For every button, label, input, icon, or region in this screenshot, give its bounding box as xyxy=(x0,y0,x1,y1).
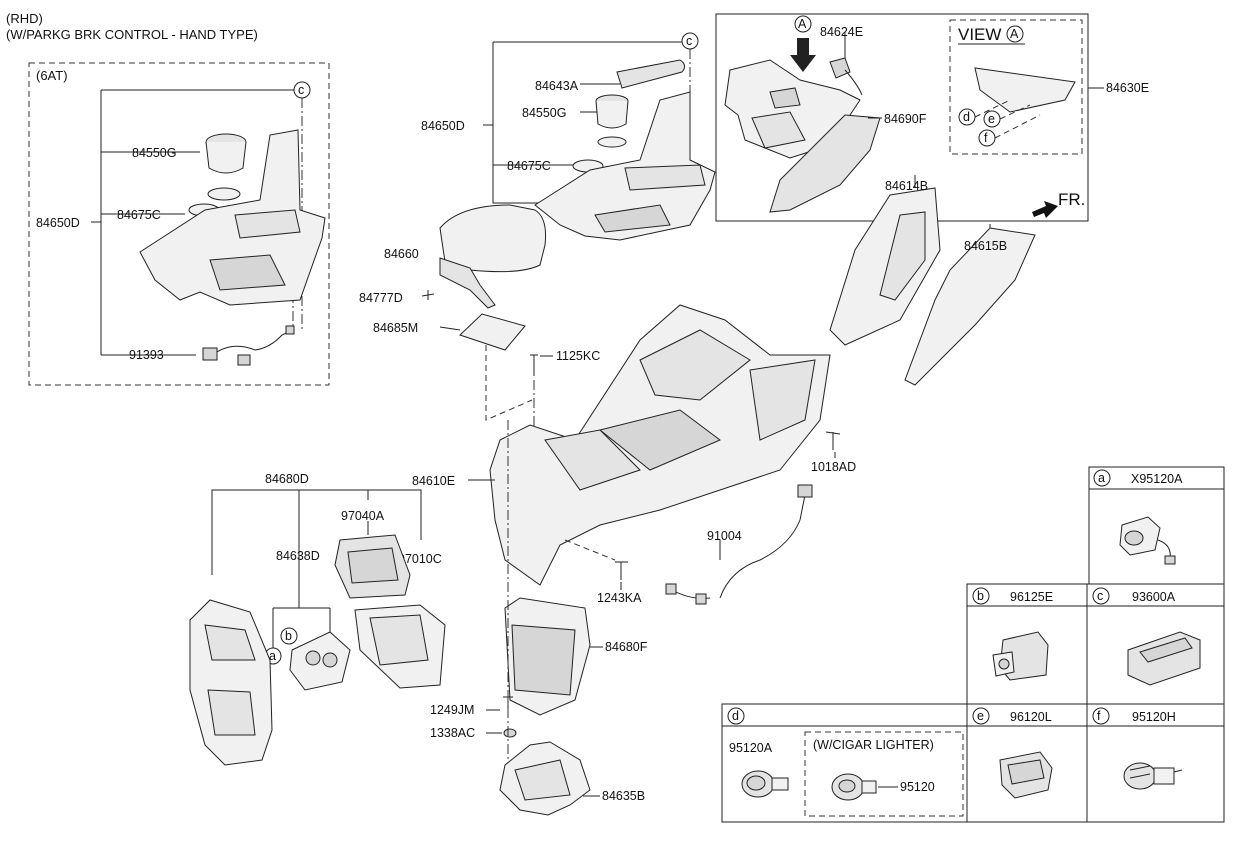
view-a-marker[interactable] xyxy=(794,15,812,33)
table-f-part: 95120H xyxy=(1132,710,1176,724)
label-84550G: 84550G xyxy=(522,106,566,120)
grip-part-84643A xyxy=(616,59,686,89)
label-84638D: 84638D xyxy=(276,549,320,563)
table-a-letter: a xyxy=(1098,471,1105,485)
inset-6at: (6AT) c 84550G 84675C 84650D 91393 xyxy=(28,62,330,386)
table-d-letter: d xyxy=(732,709,739,723)
callout-a-letter: a xyxy=(269,649,276,663)
label-91004: 91004 xyxy=(707,529,742,543)
trim-panel-part-84690F xyxy=(769,114,881,213)
callout-b[interactable] xyxy=(280,627,298,645)
label-84777D: 84777D xyxy=(359,291,403,305)
label-1243KA: 1243KA xyxy=(597,591,642,605)
upper-console-group: c 84643A 84550G 84650D 84675C 84660 8477… xyxy=(359,32,716,470)
label-84660: 84660 xyxy=(384,247,419,261)
table-c-part: 93600A xyxy=(1132,590,1176,604)
table-a-part: X95120A xyxy=(1131,472,1183,486)
table-d-part-left: 95120A xyxy=(729,741,773,755)
label-84685M: 84685M xyxy=(373,321,418,335)
label-1338AC: 1338AC xyxy=(430,726,475,740)
armrest-part-84660 xyxy=(439,204,546,273)
cigar-lighter-part-95120 xyxy=(831,773,877,801)
view-a-group: A VIEW A d e f 84624E 84690F 84630E xyxy=(715,13,1149,222)
table-e-letter: e xyxy=(977,709,984,723)
label-84635B: 84635B xyxy=(602,789,645,803)
label-84624E: 84624E xyxy=(820,25,863,39)
label-84610E: 84610E xyxy=(412,474,455,488)
rear-cover-part xyxy=(189,599,273,766)
front-direction-label: FR. xyxy=(1058,190,1085,209)
label-84643A: 84643A xyxy=(535,79,579,93)
switch-part-96125E xyxy=(992,631,1049,681)
side-panel-part-84614B xyxy=(829,187,941,346)
main-console-group: 84610E 1018AD 91004 1243KA 84680F 1249JM… xyxy=(412,304,856,816)
usb-jack-part-X95120A xyxy=(1119,516,1176,565)
label-1018AD: 1018AD xyxy=(811,460,856,474)
switch-bezel-part-84638D xyxy=(289,631,351,691)
parts-table: a X95120A b 96125E c 93600A xyxy=(721,466,1225,823)
label-84680F: 84680F xyxy=(605,640,648,654)
pad-part-84685M xyxy=(459,313,526,351)
side-panel-part-84615B xyxy=(904,227,1036,386)
inset-6at-title: (6AT) xyxy=(36,68,68,83)
upper-callout-c-letter: c xyxy=(686,34,692,48)
inset-6at-border xyxy=(28,62,330,386)
upper-console-tray-part xyxy=(534,91,716,241)
table-f-letter: f xyxy=(1097,709,1101,723)
socket-part-96120L xyxy=(999,751,1053,799)
label-84690F: 84690F xyxy=(884,112,927,126)
view-callout-d[interactable]: d xyxy=(963,110,970,124)
label-84650D: 84650D xyxy=(421,119,465,133)
table-b-part: 96125E xyxy=(1010,590,1053,604)
table-e-part: 96120L xyxy=(1010,710,1052,724)
label-84614B: 84614B xyxy=(885,179,928,193)
view-a-title-marker: A xyxy=(1010,27,1019,41)
table-d-part-right: 95120 xyxy=(900,780,935,794)
label-84675C: 84675C xyxy=(507,159,551,173)
inset-label-84550G: 84550G xyxy=(132,146,176,160)
label-1125KC: 1125KC xyxy=(556,349,600,363)
label-84680D: 84680D xyxy=(265,472,309,486)
view-callout-f[interactable]: f xyxy=(984,131,988,145)
front-direction-arrow-icon xyxy=(1032,201,1058,218)
table-b-letter: b xyxy=(977,589,984,603)
label-84630E: 84630E xyxy=(1106,81,1149,95)
header-parking-brake: (W/PARKG BRK CONTROL - HAND TYPE) xyxy=(6,27,258,42)
callout-b-letter: b xyxy=(285,629,292,643)
view-a-title: VIEW xyxy=(958,25,1001,44)
table-d-note: (W/CIGAR LIGHTER) xyxy=(813,738,934,752)
socket-part-95120H xyxy=(1123,762,1183,790)
inset-label-91393: 91393 xyxy=(129,348,164,362)
switch-part-93600A xyxy=(1127,631,1201,686)
table-c-letter: c xyxy=(1097,589,1103,603)
switch-panel-group: 84680D 97040A 84638D 97010C b a xyxy=(189,472,446,766)
view-a-marker-letter: A xyxy=(798,17,807,31)
inset-label-84650D: 84650D xyxy=(36,216,80,230)
header-rhd: (RHD) xyxy=(6,11,43,26)
label-84615B: 84615B xyxy=(964,239,1007,253)
side-panels-group: 84614B 84615B FR. xyxy=(829,175,1085,386)
inset-callout-c-letter: c xyxy=(298,83,304,97)
cigar-socket-part-95120A xyxy=(741,770,789,798)
label-1249JM: 1249JM xyxy=(430,703,474,717)
inset-console-tray-part xyxy=(139,129,326,306)
label-97040A: 97040A xyxy=(341,509,385,523)
view-callout-e[interactable]: e xyxy=(988,112,995,126)
label-97010C: 97010C xyxy=(398,552,442,566)
inset-label-84675C: 84675C xyxy=(117,208,161,222)
